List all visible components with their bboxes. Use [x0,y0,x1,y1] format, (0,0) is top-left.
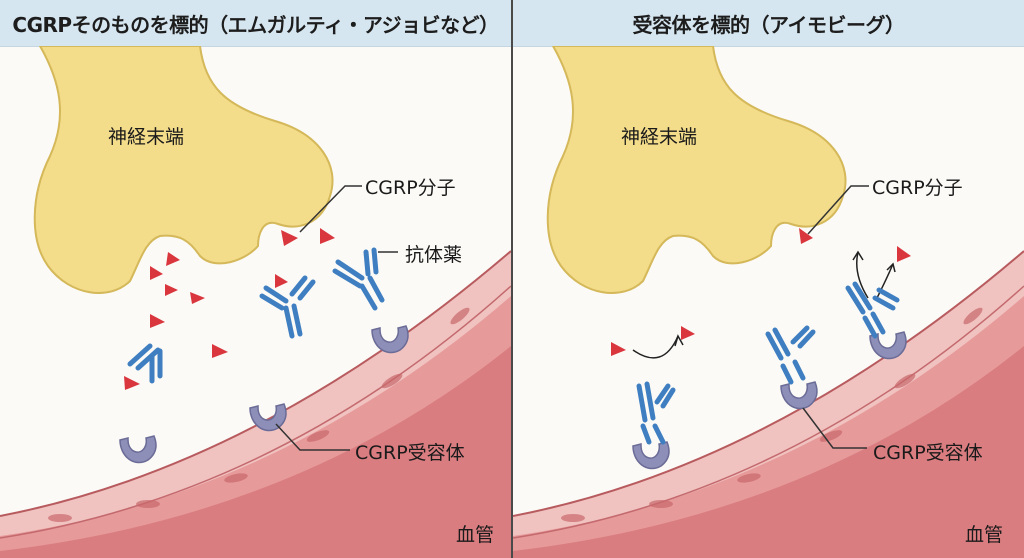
nerve-terminal-label: 神経末端 [108,126,185,148]
blood-vessel [513,250,1024,558]
receptor-with-antibody-2 [765,325,818,410]
cgrp-molecules [124,228,335,390]
cgrp-molecule-label: CGRP分子 [872,177,963,199]
panel-divider [511,0,513,558]
cgrp-molecule-label: CGRP分子 [365,177,456,199]
cgrp-receptors [119,325,409,464]
nerve-terminal [33,46,334,294]
antibody-1 [127,343,163,384]
right-scene [513,46,1024,558]
receptor-with-antibody-1 [632,381,676,470]
vessel-label: 血管 [456,524,495,546]
leader-lines [275,185,398,451]
left-panel: CGRPそのものを標的（エムガルティ・アジョビなど） [0,0,511,558]
receptor-with-antibody-3 [845,281,907,360]
right-panel-title: 受容体を標的（アイモビーグ） [513,0,1024,47]
receptor-label: CGRP受容体 [873,442,983,464]
deflection-arrows [632,250,896,359]
antibody-label: 抗体薬 [405,244,463,266]
endothelial-cells [48,307,470,522]
antibody-3 [332,247,385,311]
leader-lines [802,185,869,449]
nerve-terminal-label: 神経末端 [621,126,698,148]
blood-vessel [0,250,511,558]
left-scene [0,46,511,558]
vessel-label: 血管 [965,524,1004,546]
cgrp-molecules [611,228,911,356]
right-panel: 受容体を標的（アイモビーグ） [513,0,1024,558]
left-panel-title: CGRPそのものを標的（エムガルティ・アジョビなど） [0,0,511,47]
nerve-terminal [546,46,847,294]
antibody-2 [259,275,316,339]
receptor-label: CGRP受容体 [355,442,465,464]
